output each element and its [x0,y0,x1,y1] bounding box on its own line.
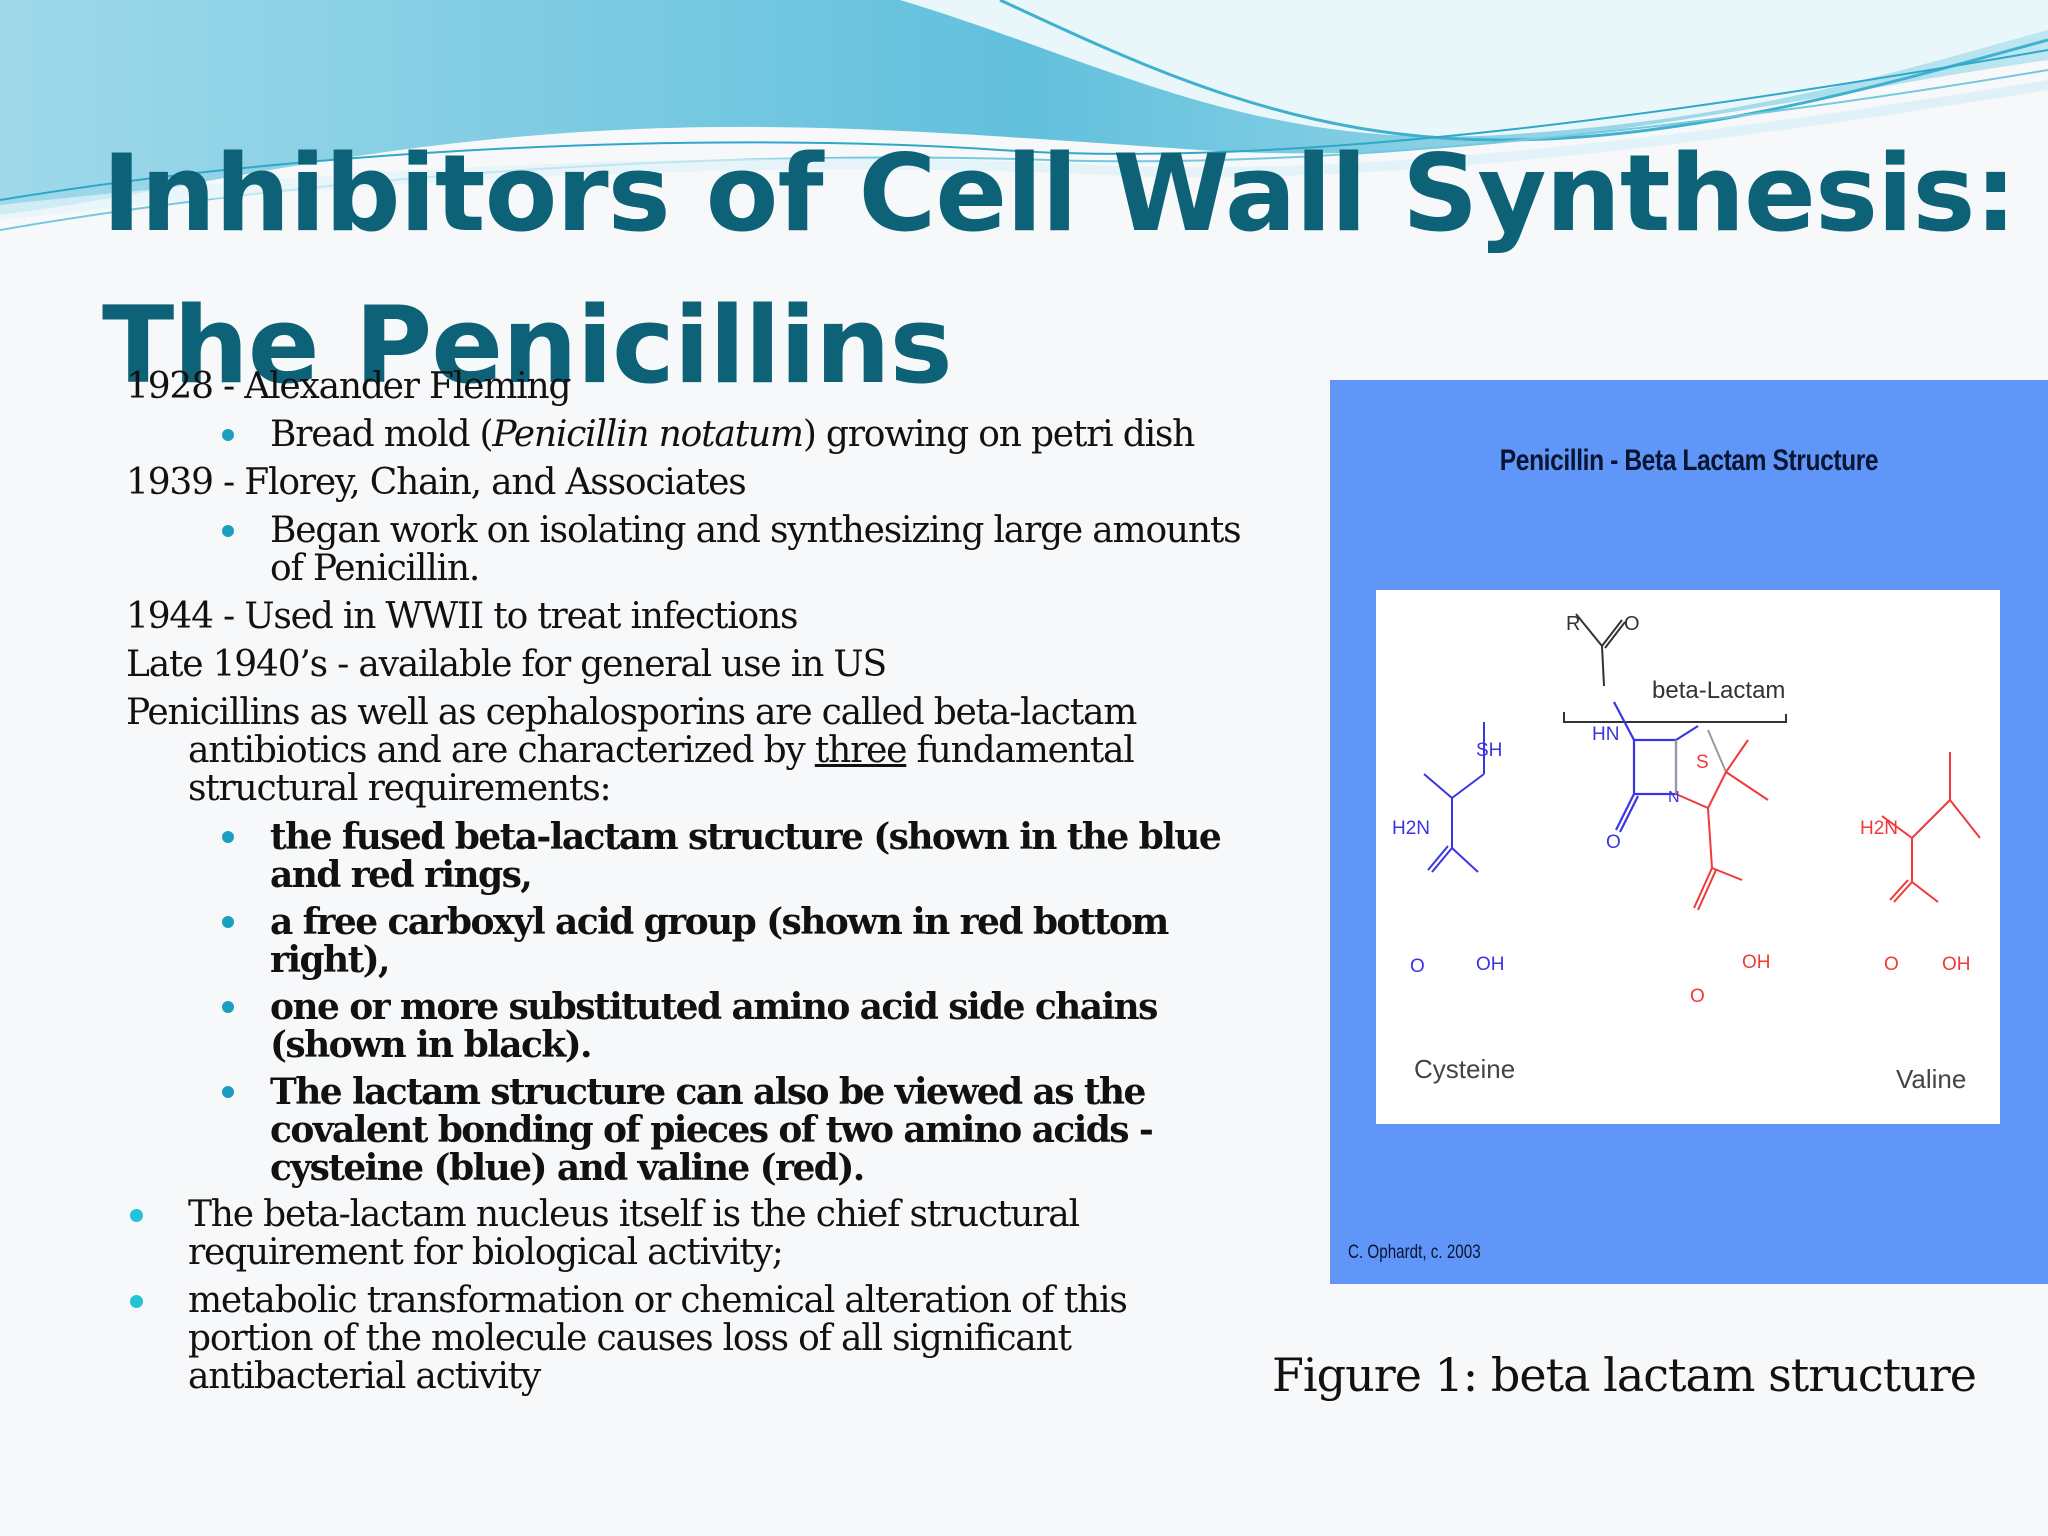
nitrogen-label: N [1668,789,1680,806]
beta-lactam-definition: Penicillins as well as cephalosporins ar… [126,692,1137,809]
structure-diagram: R O beta-Lactam HN N O SH H2N O OH S OH … [1376,590,2000,1124]
slide-body: 1928 - Alexander Fleming Bread mold (Pen… [126,368,1256,1406]
sulfur-label: S [1696,752,1709,773]
bullet-icon [222,525,234,537]
sh-label: SH [1476,740,1502,761]
requirement-3: one or more substituted amino acid side … [126,988,1256,1064]
carbonyl-o-label: O [1624,613,1640,635]
slide-title: Inhibitors of Cell Wall Synthesis: The P… [102,118,2017,422]
underlined-three: three [814,730,908,771]
requirement-4: The lactam structure can also be viewed … [126,1073,1256,1187]
bullet-icon [222,429,234,441]
history-item-late-1940s: Late 1940’s - available for general use … [126,644,887,685]
penicillin-oh-label: OH [1742,952,1771,973]
title-line-2: The Penicillins [102,284,953,407]
bullet-alteration: metabolic transformation or chemical alt… [126,1282,1256,1396]
header-wave-decoration [0,0,2048,260]
valine-label: Valine [1896,1064,1966,1094]
beta-lactam-structure-drawing: R O beta-Lactam HN N O SH H2N O OH S OH … [1392,613,1981,1094]
valine-oh-label: OH [1942,954,1971,975]
history-item-1928: 1928 - Alexander Fleming [126,366,572,407]
history-item-1939: 1939 - Florey, Chain, and Associates [126,462,747,503]
history-subitem-isolating: Began work on isolating and synthesizing… [126,512,1256,588]
species-name: Penicillin notatum [492,414,804,455]
history-subitem-bread-mold: Bread mold (Penicillin notatum) growing … [126,416,1256,454]
hn-label: HN [1592,724,1619,745]
bullet-icon [222,831,234,843]
bullet-icon [222,1086,234,1098]
figure-caption: Figure 1: beta lactam structure [1272,1348,1977,1402]
cysteine-label: Cysteine [1414,1054,1515,1084]
requirement-2: a free carboxyl acid group (shown in red… [126,903,1256,979]
cysteine-oh-label: OH [1476,954,1505,975]
figure-panel: Penicillin - Beta Lactam Structure [1330,380,2048,1284]
bullet-icon [222,1001,234,1013]
penicillin-o-label: O [1690,986,1705,1007]
title-line-1: Inhibitors of Cell Wall Synthesis: [102,132,2017,255]
requirement-1: the fused beta-lactam structure (shown i… [126,818,1256,894]
cysteine-o-label: O [1410,956,1425,977]
valine-o-label: O [1884,954,1899,975]
bullet-icon [222,916,234,928]
figure-credit: C. Ophardt, c. 2003 [1348,1242,1481,1263]
figure-title: Penicillin - Beta Lactam Structure [1499,444,1879,477]
bullet-icon [130,1209,143,1222]
lactam-o-label: O [1606,832,1621,853]
bullet-nucleus: The beta-lactam nucleus itself is the ch… [126,1196,1256,1272]
history-item-1944: 1944 - Used in WWII to treat infections [126,596,798,637]
r-group-label: R [1566,613,1580,635]
beta-lactam-label: beta-Lactam [1652,677,1785,704]
valine-h2n-label: H2N [1860,818,1898,839]
cysteine-h2n-label: H2N [1392,818,1430,839]
bullet-icon [130,1295,143,1308]
